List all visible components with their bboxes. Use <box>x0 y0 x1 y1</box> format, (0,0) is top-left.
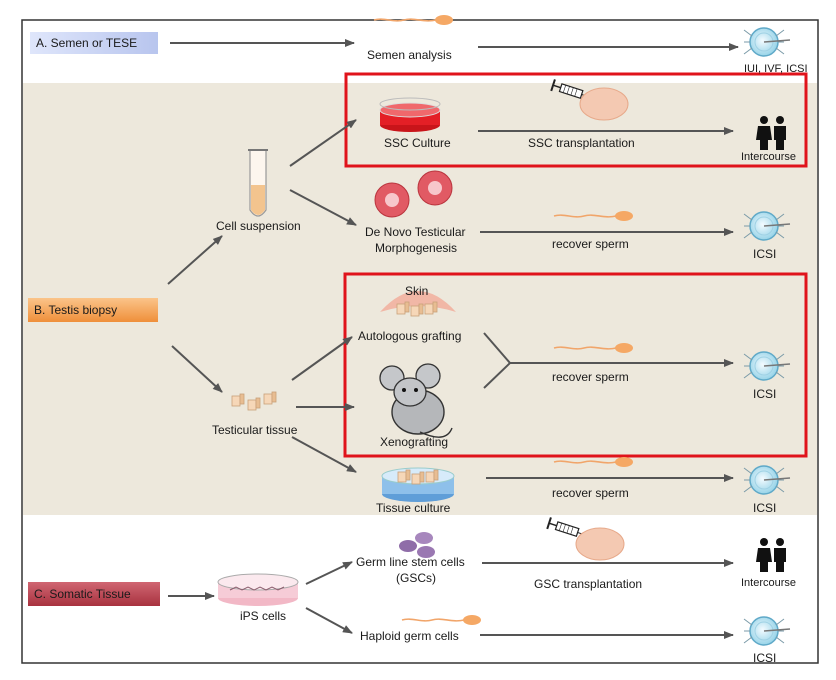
node-icsi-3: ICSI <box>753 501 776 515</box>
arrow-ips-haploid <box>305 607 353 634</box>
cells-icon <box>399 532 435 558</box>
merge-connector <box>483 332 512 389</box>
arrows <box>167 39 739 639</box>
node-gsc-line1: Germ line stem cells <box>356 555 465 569</box>
node-ips-cells: iPS cells <box>240 609 286 623</box>
node-recover-sperm-2: recover sperm <box>552 370 629 384</box>
node-gsc-line2: (GSCs) <box>396 571 436 585</box>
mouse-icon <box>379 363 453 438</box>
arrow-biopsy-suspension <box>167 235 223 285</box>
node-icsi-2: ICSI <box>753 387 776 401</box>
culture-dish-icon <box>381 467 455 502</box>
node-recover-sperm-3: recover sperm <box>552 486 629 500</box>
svg-text:C. Somatic Tissue: C. Somatic Tissue <box>34 587 131 601</box>
arrow-suspension-ssc <box>289 119 357 167</box>
section-b-label: B. Testis biopsy <box>28 298 158 322</box>
node-ssc-transplantation: SSC transplantation <box>528 136 635 150</box>
node-intercourse-1: Intercourse <box>741 151 796 163</box>
node-xenografting: Xenografting <box>380 435 448 449</box>
node-intercourse-2: Intercourse <box>741 577 796 589</box>
node-icsi-4: ICSI <box>753 651 776 665</box>
node-iui-ivf-icsi: IUI, IVF, ICSI <box>744 63 808 75</box>
node-tissue-culture: Tissue culture <box>376 501 451 515</box>
arrow-tissue-culture <box>291 436 357 473</box>
testis-tubule-icon <box>575 527 625 561</box>
petri-dish-icon <box>379 97 441 132</box>
node-icsi-1: ICSI <box>753 247 776 261</box>
node-testicular-tissue: Testicular tissue <box>212 423 298 437</box>
section-a-label: A. Semen or TESE <box>30 32 158 54</box>
arrow-tissue-autologous <box>291 336 353 381</box>
test-tube-icon <box>248 149 268 217</box>
node-autologous-grafting: Autologous grafting <box>358 329 461 343</box>
arrow-ips-gsc <box>305 561 353 585</box>
ips-dish-icon <box>217 573 299 606</box>
arrow-biopsy-tissue <box>171 345 223 393</box>
svg-text:A. Semen or TESE: A. Semen or TESE <box>36 36 137 50</box>
node-de-novo-line2: Morphogenesis <box>375 241 457 255</box>
node-haploid-germ-cells: Haploid germ cells <box>360 629 459 643</box>
node-gsc-transplantation: GSC transplantation <box>534 577 642 591</box>
arrow-suspension-denovo <box>289 189 357 226</box>
node-semen-analysis: Semen analysis <box>367 48 452 62</box>
highlight-box-ssc <box>344 72 808 168</box>
node-ssc-culture: SSC Culture <box>384 136 451 150</box>
section-c-label: C. Somatic Tissue <box>28 582 160 606</box>
node-recover-sperm-1: recover sperm <box>552 237 629 251</box>
node-skin: Skin <box>405 284 428 298</box>
testis-tubule-icon <box>579 87 629 121</box>
highlight-box-grafting <box>343 272 808 458</box>
organoid-icon <box>374 170 453 218</box>
node-de-novo-line1: De Novo Testicular <box>365 225 466 239</box>
svg-text:B. Testis biopsy: B. Testis biopsy <box>34 303 117 317</box>
node-cell-suspension: Cell suspension <box>216 219 301 233</box>
